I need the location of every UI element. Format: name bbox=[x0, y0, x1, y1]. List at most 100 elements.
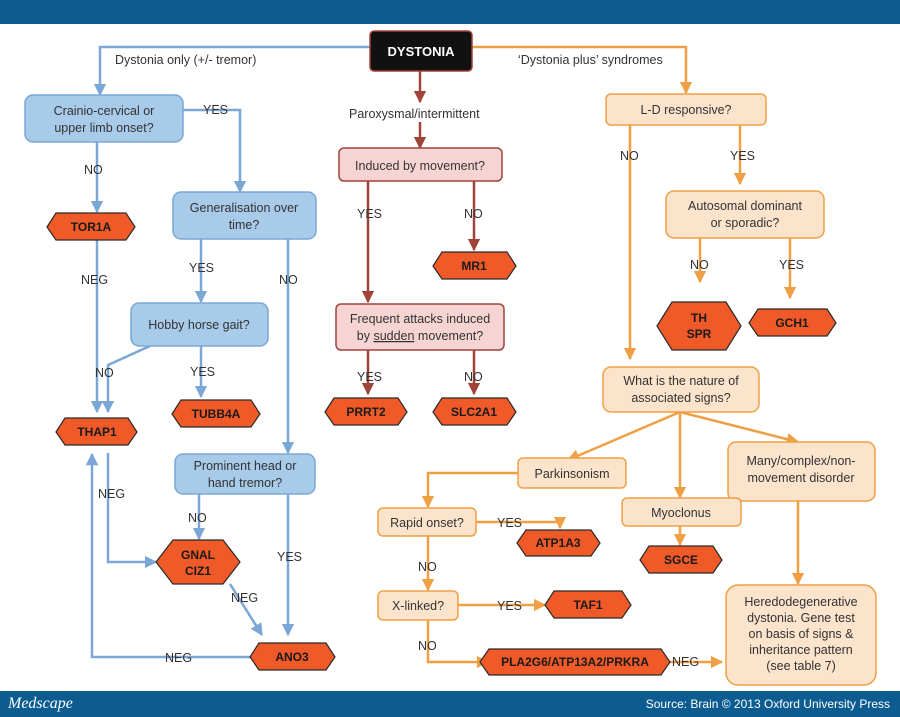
gene-spr-label: SPR bbox=[687, 327, 712, 341]
gene-atp1a3-label: ATP1A3 bbox=[535, 536, 580, 550]
many-complex-box: Many/complex/non- movement disorder bbox=[727, 441, 876, 502]
xlinked-box: X-linked? bbox=[377, 590, 459, 621]
edge-label-no: NO bbox=[620, 149, 639, 163]
gene-tor1a-hexagon bbox=[46, 212, 136, 241]
parkinsonism-box: Parkinsonism bbox=[517, 457, 627, 489]
edge-label-no: NO bbox=[418, 560, 437, 574]
edge-label-yes: YES bbox=[190, 365, 215, 379]
svg-text:Induced by movement?: Induced by movement? bbox=[355, 159, 485, 173]
edge-label-no: NO bbox=[84, 163, 103, 177]
branch-middle-label: Paroxysmal/intermittent bbox=[349, 107, 480, 121]
edge-label-yes: YES bbox=[357, 207, 382, 221]
source-credit: Source: Brain © 2013 Oxford University P… bbox=[645, 697, 890, 711]
nature-signs-box: What is the nature of associated signs? bbox=[602, 366, 760, 413]
svg-text:Rapid onset?: Rapid onset? bbox=[390, 516, 464, 530]
gene-tor1a-label: TOR1A bbox=[71, 220, 112, 234]
edge-label-yes: YES bbox=[277, 550, 302, 564]
gene-tubb4a-hexagon bbox=[171, 399, 261, 428]
gene-taf1-hexagon bbox=[544, 590, 632, 619]
svg-text:Hobby horse gait?: Hobby horse gait? bbox=[148, 318, 250, 332]
svg-text:Generalisation over: Generalisation over bbox=[190, 201, 298, 215]
svg-text:Autosomal dominant: Autosomal dominant bbox=[688, 199, 802, 213]
cranio-box: Crainio-cervical or upper limb onset? bbox=[24, 94, 184, 143]
svg-text:by sudden movement?: by sudden movement? bbox=[357, 329, 484, 343]
top-bar bbox=[0, 0, 900, 24]
gene-gnal-ciz1-hexagon bbox=[155, 539, 241, 585]
edge-label-no: NO bbox=[464, 207, 483, 221]
svg-text:Parkinsonism: Parkinsonism bbox=[534, 467, 609, 481]
gene-taf1-label: TAF1 bbox=[573, 598, 602, 612]
edge-label-yes: YES bbox=[497, 516, 522, 530]
svg-text:Myoclonus: Myoclonus bbox=[651, 506, 711, 520]
edge-label-no: NO bbox=[188, 511, 207, 525]
myoclonus-box: Myoclonus bbox=[621, 497, 742, 527]
edge-label-no: NO bbox=[464, 370, 483, 384]
gene-thap1-label: THAP1 bbox=[77, 425, 117, 439]
svg-text:L-D responsive?: L-D responsive? bbox=[640, 103, 731, 117]
gene-slc2a1-hexagon bbox=[432, 397, 517, 426]
gene-th-spr-hexagon bbox=[656, 301, 742, 351]
gene-th-label: TH bbox=[691, 311, 707, 325]
svg-text:on basis of signs &: on basis of signs & bbox=[749, 627, 855, 641]
svg-text:What is the nature of: What is the nature of bbox=[623, 374, 739, 388]
edge-label-yes: YES bbox=[779, 258, 804, 272]
gene-mr1-label: MR1 bbox=[461, 259, 487, 273]
gene-gch1-hexagon bbox=[748, 308, 837, 337]
edge-label-yes: YES bbox=[357, 370, 382, 384]
gene-thap1-hexagon bbox=[55, 417, 138, 446]
edge-label-neg: NEG bbox=[672, 655, 699, 669]
gene-mr1-hexagon bbox=[432, 251, 517, 280]
edge-label-yes: YES bbox=[730, 149, 755, 163]
gene-ano3-label: ANO3 bbox=[275, 650, 309, 664]
edge-label-yes: YES bbox=[203, 103, 228, 117]
induced-box: Induced by movement? bbox=[338, 147, 503, 182]
edge-label-neg: NEG bbox=[165, 651, 192, 665]
edge-label-no: NO bbox=[418, 639, 437, 653]
edge-label-yes: YES bbox=[189, 261, 214, 275]
svg-text:inheritance pattern: inheritance pattern bbox=[749, 643, 853, 657]
heredodegenerative-box: Heredodegenerative dystonia. Gene test o… bbox=[725, 584, 877, 686]
branch-left-label: Dystonia only (+/- tremor) bbox=[115, 53, 256, 67]
footer-bar: Medscape Source: Brain © 2013 Oxford Uni… bbox=[0, 691, 900, 717]
svg-text:Prominent head or: Prominent head or bbox=[194, 459, 297, 473]
hobby-horse-box: Hobby horse gait? bbox=[130, 302, 269, 347]
ld-responsive-box: L-D responsive? bbox=[605, 93, 767, 126]
svg-text:upper limb onset?: upper limb onset? bbox=[54, 121, 153, 135]
svg-text:hand tremor?: hand tremor? bbox=[208, 476, 282, 490]
gene-sgce-hexagon bbox=[639, 545, 723, 574]
gene-slc2a1-label: SLC2A1 bbox=[451, 405, 497, 419]
edge-label-neg: NEG bbox=[98, 487, 125, 501]
root-box: DYSTONIA bbox=[369, 30, 473, 72]
edge-label-neg: NEG bbox=[231, 591, 258, 605]
medscape-logo[interactable]: Medscape bbox=[8, 695, 73, 712]
edge-label-no: NO bbox=[95, 366, 114, 380]
rapid-onset-box: Rapid onset? bbox=[377, 507, 477, 537]
svg-text:Heredodegenerative: Heredodegenerative bbox=[744, 595, 857, 609]
gene-ciz1-label: CIZ1 bbox=[185, 564, 211, 578]
svg-text:(see table 7): (see table 7) bbox=[766, 659, 835, 673]
edge-label-no: NO bbox=[690, 258, 709, 272]
svg-text:dystonia. Gene test: dystonia. Gene test bbox=[747, 611, 855, 625]
svg-text:movement disorder: movement disorder bbox=[748, 471, 855, 485]
gene-ano3-hexagon bbox=[249, 642, 336, 671]
edge-label-neg: NEG bbox=[81, 273, 108, 287]
svg-text:associated signs?: associated signs? bbox=[631, 391, 730, 405]
autosomal-box: Autosomal dominant or sporadic? bbox=[665, 190, 825, 239]
svg-text:Frequent attacks induced: Frequent attacks induced bbox=[350, 312, 490, 326]
gene-tubb4a-label: TUBB4A bbox=[192, 407, 241, 421]
svg-text:Crainio-cervical or: Crainio-cervical or bbox=[54, 104, 155, 118]
edge-label-yes: YES bbox=[497, 599, 522, 613]
gene-prrt2-label: PRRT2 bbox=[346, 405, 386, 419]
root-label: DYSTONIA bbox=[388, 44, 456, 59]
edge-label-no: NO bbox=[279, 273, 298, 287]
svg-text:X-linked?: X-linked? bbox=[392, 599, 444, 613]
svg-text:Many/complex/non-: Many/complex/non- bbox=[746, 454, 855, 468]
gene-prrt2-hexagon bbox=[324, 397, 408, 426]
gene-atp1a3-hexagon bbox=[516, 529, 601, 557]
frequent-attacks-box: Frequent attacks induced by sudden movem… bbox=[335, 303, 505, 351]
gene-gnal-label: GNAL bbox=[181, 548, 215, 562]
dystonia-flowchart: DYSTONIA Dystonia only (+/- tremor) Paro… bbox=[24, 30, 877, 686]
gene-sgce-label: SGCE bbox=[664, 553, 698, 567]
branch-right-label: ‘Dystonia plus’ syndromes bbox=[518, 53, 663, 67]
tremor-box: Prominent head or hand tremor? bbox=[174, 453, 316, 495]
